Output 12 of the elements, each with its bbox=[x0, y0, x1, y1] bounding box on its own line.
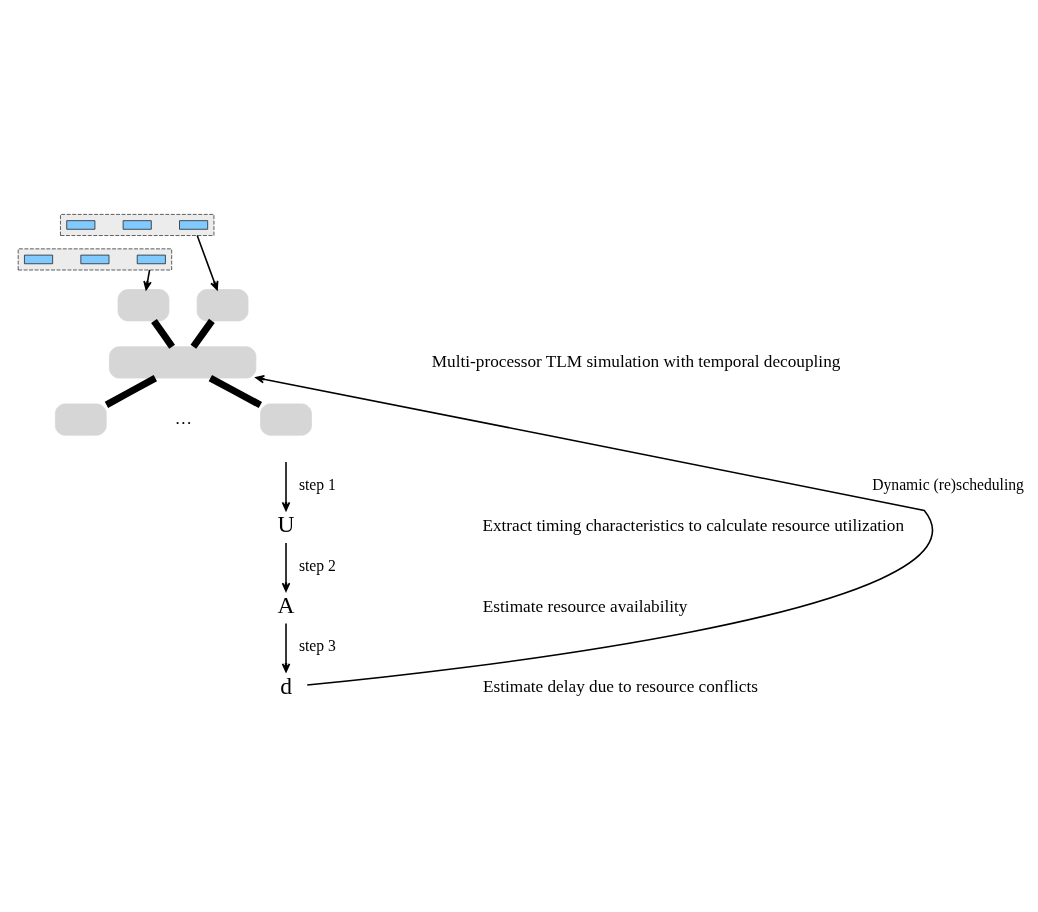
node-text: A bbox=[277, 592, 295, 619]
label: Extract timing characteristics to calculate resource utilization bbox=[482, 515, 905, 535]
edge-label: Dynamic (re)scheduling bbox=[872, 476, 1024, 494]
label: … bbox=[174, 408, 193, 428]
edge-label: step 1 bbox=[298, 476, 336, 494]
label: Multi-processor TLM simulation with temporal decoupling bbox=[431, 351, 841, 371]
edge-label: step 2 bbox=[298, 556, 336, 574]
label: Estimate resource availability bbox=[482, 596, 688, 616]
node-text: U bbox=[277, 511, 295, 538]
node-text: d bbox=[280, 672, 292, 699]
label: Estimate delay due to resource conflicts bbox=[482, 677, 758, 697]
edge-label: step 3 bbox=[298, 637, 336, 655]
